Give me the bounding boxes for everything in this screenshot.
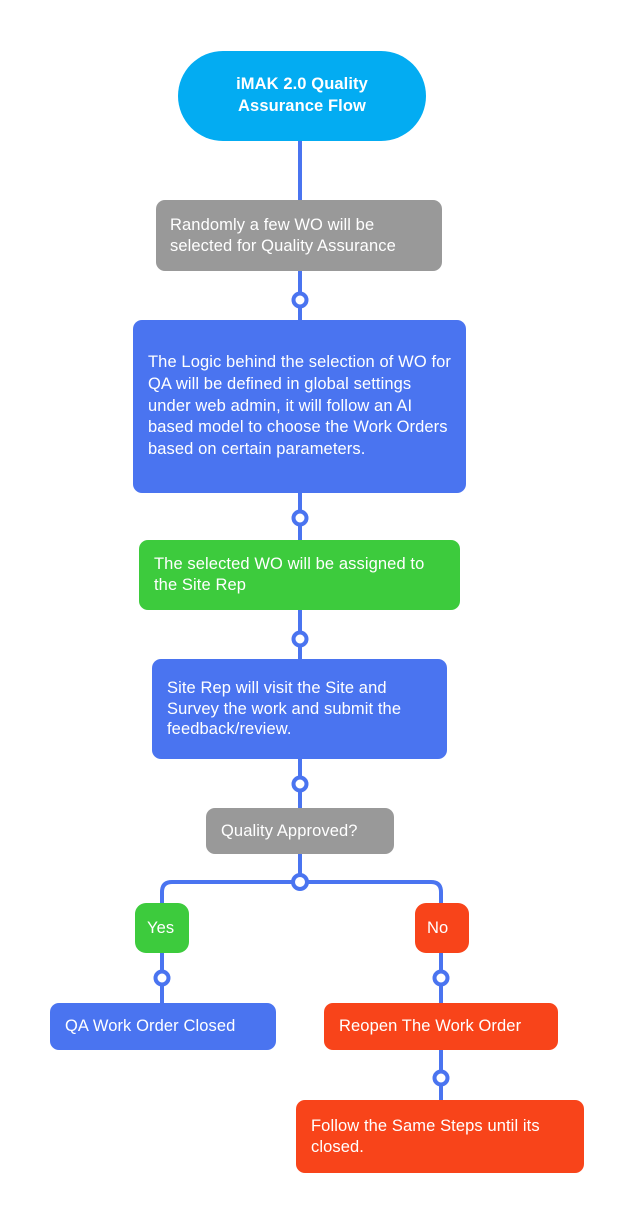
connector-dot-split — [291, 873, 309, 891]
node-site-visit-survey-label: Site Rep will visit the Site and Survey … — [167, 678, 402, 739]
node-selection-logic-label: The Logic behind the selection of WO for… — [148, 352, 451, 459]
connector-dot — [432, 1069, 450, 1087]
node-branch-yes-label: Yes — [147, 918, 175, 937]
connector-dot — [153, 969, 171, 987]
node-site-visit-survey[interactable]: Site Rep will visit the Site and Survey … — [152, 659, 447, 759]
node-title[interactable]: iMAK 2.0 Quality Assurance Flow — [178, 51, 426, 141]
node-branch-yes[interactable]: Yes — [135, 903, 189, 953]
connector-dot — [432, 969, 450, 987]
node-branch-no[interactable]: No — [415, 903, 469, 953]
node-assign-site-rep-label: The selected WO will be assigned to the … — [154, 555, 425, 594]
node-quality-approved-decision[interactable]: Quality Approved? — [206, 808, 394, 854]
connector-dot — [291, 509, 309, 527]
connector-dot — [291, 291, 309, 309]
node-qa-work-order-closed[interactable]: QA Work Order Closed — [50, 1003, 276, 1050]
node-reopen-work-order[interactable]: Reopen The Work Order — [324, 1003, 558, 1050]
node-random-selection[interactable]: Randomly a few WO will be selected for Q… — [156, 200, 442, 271]
node-follow-same-steps[interactable]: Follow the Same Steps until its closed. — [296, 1100, 584, 1173]
edge-split-right — [300, 880, 443, 903]
connector-dot — [291, 775, 309, 793]
node-assign-site-rep[interactable]: The selected WO will be assigned to the … — [139, 540, 460, 610]
node-reopen-work-order-label: Reopen The Work Order — [339, 1017, 522, 1036]
node-selection-logic[interactable]: The Logic behind the selection of WO for… — [133, 320, 466, 493]
edge-split-left — [160, 880, 300, 903]
node-quality-approved-decision-label: Quality Approved? — [221, 821, 358, 840]
node-qa-work-order-closed-label: QA Work Order Closed — [65, 1017, 236, 1036]
node-random-selection-label: Randomly a few WO will be selected for Q… — [170, 215, 396, 255]
node-title-label: iMAK 2.0 Quality Assurance Flow — [236, 75, 368, 115]
node-branch-no-label: No — [427, 918, 449, 937]
connector-dot — [291, 630, 309, 648]
node-follow-same-steps-label: Follow the Same Steps until its closed. — [311, 1116, 540, 1156]
